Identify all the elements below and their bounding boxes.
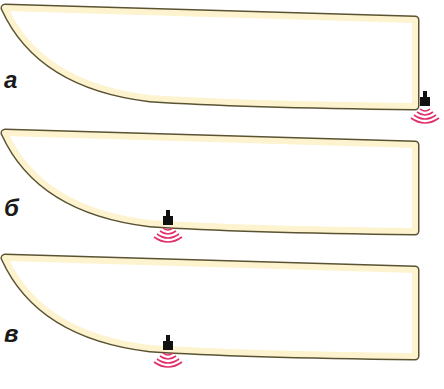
panel-letter: в bbox=[4, 322, 19, 346]
hull-c bbox=[5, 258, 415, 356]
hull-a bbox=[5, 8, 415, 106]
panel-letter: а bbox=[4, 68, 17, 92]
hull-b bbox=[5, 133, 415, 231]
sensor-b bbox=[154, 210, 182, 242]
panel-letter: б bbox=[4, 196, 19, 220]
sensor-a bbox=[411, 91, 439, 123]
sensor-c bbox=[154, 335, 182, 367]
